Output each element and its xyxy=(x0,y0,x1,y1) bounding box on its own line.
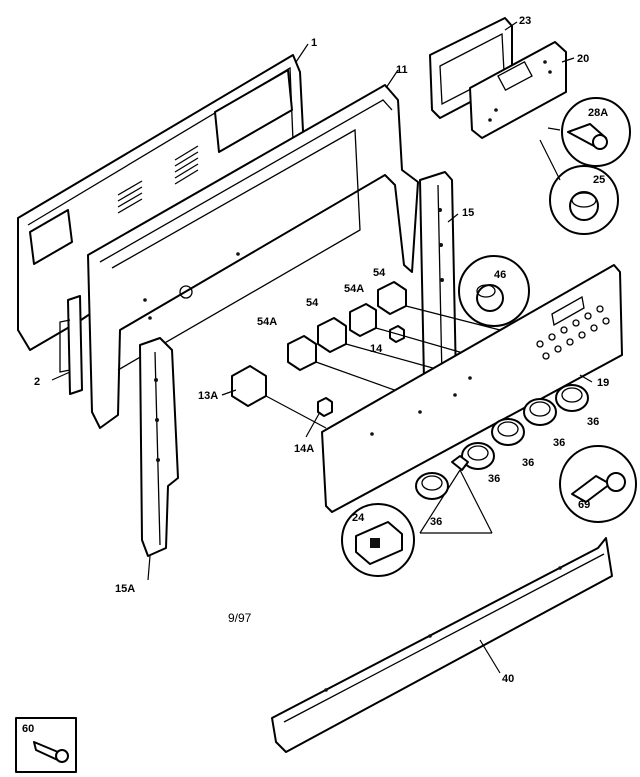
callout-54a-top: 54A xyxy=(344,283,364,295)
right-side-bracket xyxy=(419,171,457,393)
switch-13a xyxy=(231,365,267,407)
clock-timer-board xyxy=(469,41,567,139)
callout-69: 69 xyxy=(578,499,590,511)
switch-14a xyxy=(317,397,333,417)
knob-36-2 xyxy=(461,442,495,470)
callout-36-a: 36 xyxy=(587,416,599,428)
knob-36-5 xyxy=(555,384,589,412)
callout-36-d: 36 xyxy=(488,473,500,485)
knob-36-3 xyxy=(491,418,525,446)
callout-46: 46 xyxy=(494,269,506,281)
callout-54-mid: 54 xyxy=(306,297,319,309)
rear-panel-vents xyxy=(117,145,199,214)
left-side-bracket xyxy=(139,337,179,557)
callout-24: 24 xyxy=(352,512,365,524)
switch-54a-top xyxy=(349,303,377,337)
knob-36-4 xyxy=(523,398,557,426)
wiring-lines xyxy=(265,305,501,429)
callout-28a: 28A xyxy=(588,107,608,119)
trim-strip xyxy=(271,537,613,753)
keypad-buttons xyxy=(536,305,610,360)
switch-54a-left xyxy=(287,335,317,371)
callout-40: 40 xyxy=(502,673,514,685)
detail-bubble-46 xyxy=(458,255,530,327)
callout-1: 1 xyxy=(311,37,317,49)
callout-15a: 15A xyxy=(115,583,135,595)
control-panel-frame xyxy=(87,84,419,429)
switch-54-mid xyxy=(317,317,347,353)
callout-20: 20 xyxy=(577,53,589,65)
date-code: 9/97 xyxy=(228,611,252,625)
side-bracket xyxy=(59,295,83,395)
callout-54-top: 54 xyxy=(373,267,386,279)
callout-23: 23 xyxy=(519,15,531,27)
callout-36-c: 36 xyxy=(522,457,534,469)
callout-2: 2 xyxy=(34,376,40,388)
indicator-clip xyxy=(419,455,493,534)
callout-36-b: 36 xyxy=(553,437,565,449)
switch-54-top xyxy=(377,281,407,315)
control-panel-face xyxy=(321,264,623,513)
screw-inset-box xyxy=(15,717,77,773)
callout-13a: 13A xyxy=(198,390,218,402)
callout-54a-left: 54A xyxy=(257,316,277,328)
callout-labels: 1 11 23 20 28A 25 15 46 54A 54 54 54A 14… xyxy=(22,15,609,735)
callout-15: 15 xyxy=(462,207,474,219)
callout-14-top: 14 xyxy=(370,343,383,355)
knob-36-1 xyxy=(415,472,449,500)
callout-60: 60 xyxy=(22,723,34,735)
detail-bubble-24 xyxy=(341,503,415,577)
detail-bubble-28a xyxy=(561,97,631,167)
callout-19: 19 xyxy=(597,377,609,389)
detail-bubble-69 xyxy=(559,445,637,523)
callout-14a: 14A xyxy=(294,443,314,455)
callout-11: 11 xyxy=(396,64,408,76)
leader-lines xyxy=(51,21,593,674)
callout-25: 25 xyxy=(593,174,605,186)
detail-bubble-25 xyxy=(549,165,619,235)
callout-36-e: 36 xyxy=(430,516,442,528)
